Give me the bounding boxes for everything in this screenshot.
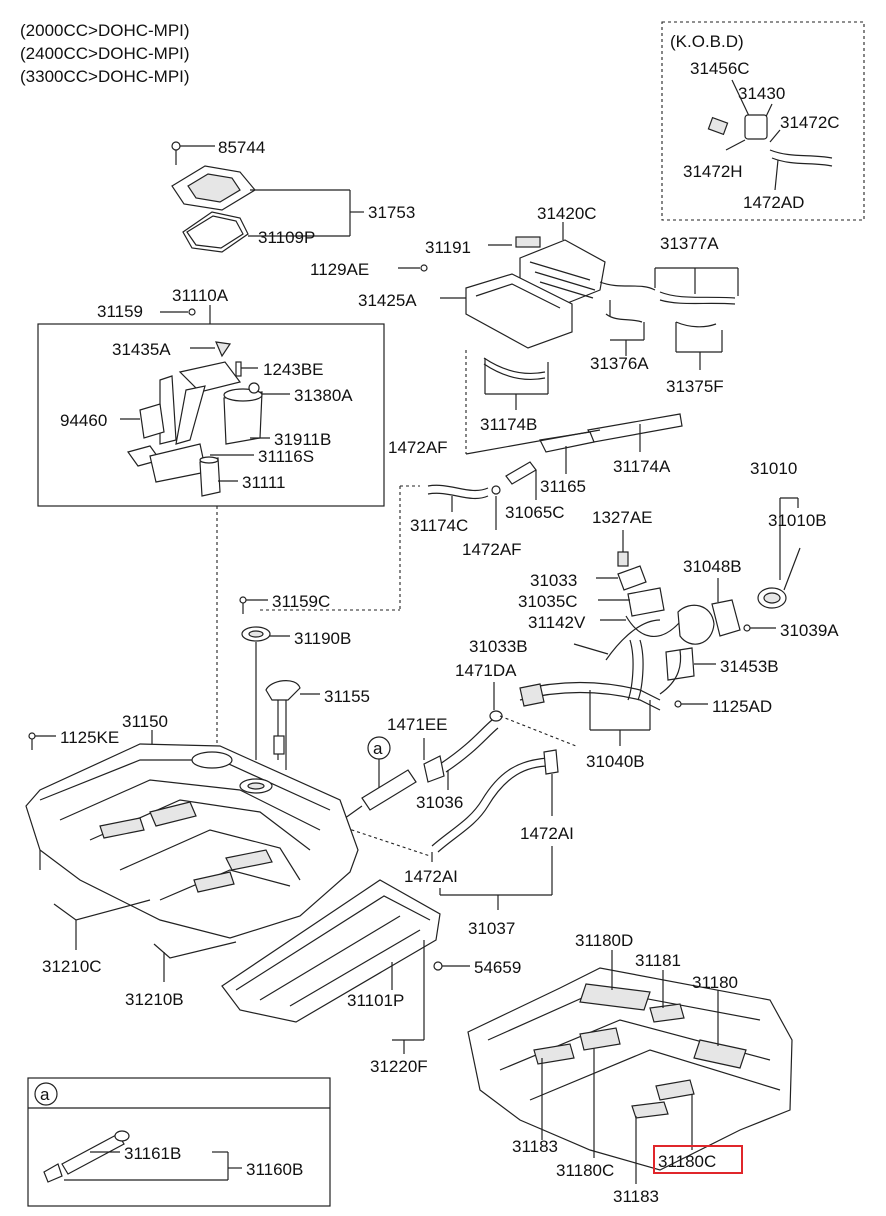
kobd-title: (K.O.B.D) — [670, 32, 744, 51]
pump-module-drawing — [120, 305, 290, 497]
label-1472AD[interactable]: 1472AD — [743, 193, 804, 212]
label-31430[interactable]: 31430 — [738, 84, 785, 103]
label-31109P[interactable]: 31109P — [258, 228, 315, 247]
label-31753[interactable]: 31753 — [368, 203, 415, 222]
label-31048B[interactable]: 31048B — [683, 557, 742, 576]
label-31180[interactable]: 31180 — [692, 973, 738, 992]
label-94460[interactable]: 94460 — [60, 411, 107, 430]
label-31190B[interactable]: 31190B — [294, 629, 351, 648]
label-31180D[interactable]: 31180D — [575, 931, 633, 950]
engine-variant-1: (2000CC>DOHC-MPI) — [20, 21, 190, 40]
label-1125KE[interactable]: 1125KE — [60, 728, 119, 747]
label-31033[interactable]: 31033 — [530, 571, 577, 590]
label-31033B[interactable]: 31033B — [469, 637, 528, 656]
engine-variant-3: (3300CC>DOHC-MPI) — [20, 67, 190, 86]
label-31155[interactable]: 31155 — [324, 687, 370, 706]
label-31377A[interactable]: 31377A — [660, 234, 719, 253]
kobd-box — [661, 21, 865, 221]
label-31420C[interactable]: 31420C — [537, 204, 597, 223]
filler-neck-part-drawing — [43, 1130, 242, 1183]
label-54659[interactable]: 54659 — [474, 958, 521, 977]
protector-drawing — [221, 879, 470, 1054]
label-1472AF-top[interactable]: 1472AF — [388, 438, 448, 457]
label-31181[interactable]: 31181 — [635, 951, 681, 970]
hose-31174B-drawing — [465, 350, 549, 454]
label-31159C[interactable]: 31159C — [272, 592, 330, 611]
label-31111[interactable]: 31111 — [242, 473, 286, 492]
label-31180C-highlighted[interactable]: 31180C — [658, 1152, 716, 1171]
label-85744[interactable]: 85744 — [218, 138, 265, 157]
breather-tube-drawing — [339, 749, 559, 910]
label-31456C[interactable]: 31456C — [690, 59, 750, 78]
label-31191[interactable]: 31191 — [425, 238, 471, 257]
label-31174C[interactable]: 31174C — [410, 516, 468, 535]
pump-module-box — [37, 323, 385, 507]
label-31472H[interactable]: 31472H — [683, 162, 743, 181]
label-31210B[interactable]: 31210B — [125, 990, 184, 1009]
insulator-tank-drawing — [467, 950, 793, 1184]
label-31911B[interactable]: 31911B — [274, 430, 331, 449]
callout-a-box-marker-circle — [34, 1082, 58, 1106]
label-31165[interactable]: 31165 — [540, 477, 586, 496]
label-31142V[interactable]: 31142V — [528, 613, 586, 632]
callout-a-box-marker: a — [40, 1085, 50, 1104]
fuel-cap-drawing — [757, 497, 801, 609]
filler-hoses-drawing — [260, 413, 683, 611]
label-1243BE[interactable]: 1243BE — [263, 360, 324, 379]
label-31039A[interactable]: 31039A — [780, 621, 839, 640]
label-31161B[interactable]: 31161B — [124, 1144, 181, 1163]
label-31375F[interactable]: 31375F — [666, 377, 724, 396]
canister-drawing — [398, 222, 739, 370]
filler-housing-drawing — [573, 530, 776, 708]
filler-pipe-drawing — [333, 719, 499, 827]
label-31150[interactable]: 31150 — [122, 712, 168, 731]
callout-a-box — [27, 1077, 331, 1207]
label-31376A[interactable]: 31376A — [590, 354, 649, 373]
label-31180C-a[interactable]: 31180C — [556, 1161, 614, 1180]
label-31210C[interactable]: 31210C — [42, 957, 102, 976]
label-1472AI-left[interactable]: 1472AI — [404, 867, 458, 886]
label-1472AI-right[interactable]: 1472AI — [520, 824, 574, 843]
highlight-box-31180C — [653, 1145, 743, 1174]
label-31010[interactable]: 31010 — [750, 459, 797, 478]
label-1129AE[interactable]: 1129AE — [310, 260, 369, 279]
label-31159[interactable]: 31159 — [97, 302, 143, 321]
sender-drawing — [239, 596, 320, 770]
label-31036[interactable]: 31036 — [416, 793, 463, 812]
label-1327AE[interactable]: 1327AE — [592, 508, 653, 527]
label-31110A[interactable]: 31110A — [172, 286, 229, 305]
label-31183-b[interactable]: 31183 — [613, 1187, 659, 1206]
fuel-tank-drawing — [25, 730, 359, 982]
label-31472C[interactable]: 31472C — [780, 113, 840, 132]
label-31425A[interactable]: 31425A — [358, 291, 417, 310]
label-31010B[interactable]: 31010B — [768, 511, 827, 530]
label-31040B[interactable]: 31040B — [586, 752, 645, 771]
fuel-lines-drawing — [489, 681, 661, 747]
label-31174A[interactable]: 31174A — [613, 457, 671, 476]
label-31101P[interactable]: 31101P — [347, 991, 404, 1010]
label-31174B[interactable]: 31174B — [480, 415, 537, 434]
engine-variant-2: (2400CC>DOHC-MPI) — [20, 44, 190, 63]
label-1471DA[interactable]: 1471DA — [455, 661, 517, 680]
label-31116S[interactable]: 31116S — [258, 447, 314, 466]
label-31220F[interactable]: 31220F — [370, 1057, 428, 1076]
label-31183-a[interactable]: 31183 — [512, 1137, 558, 1156]
label-31453B[interactable]: 31453B — [720, 657, 779, 676]
label-31035C[interactable]: 31035C — [518, 592, 578, 611]
label-31160B[interactable]: 31160B — [246, 1160, 303, 1179]
label-31380A[interactable]: 31380A — [294, 386, 353, 405]
label-1471EE[interactable]: 1471EE — [387, 715, 448, 734]
pump-cover-drawing — [171, 141, 364, 253]
label-31435A[interactable]: 31435A — [112, 340, 171, 359]
callout-a-marker[interactable]: a — [373, 739, 383, 758]
kobd-valve-drawing — [707, 79, 833, 191]
label-31065C[interactable]: 31065C — [505, 503, 565, 522]
label-1472AF-bot[interactable]: 1472AF — [462, 540, 522, 559]
label-31037[interactable]: 31037 — [468, 919, 515, 938]
label-1125AD[interactable]: 1125AD — [712, 697, 772, 716]
